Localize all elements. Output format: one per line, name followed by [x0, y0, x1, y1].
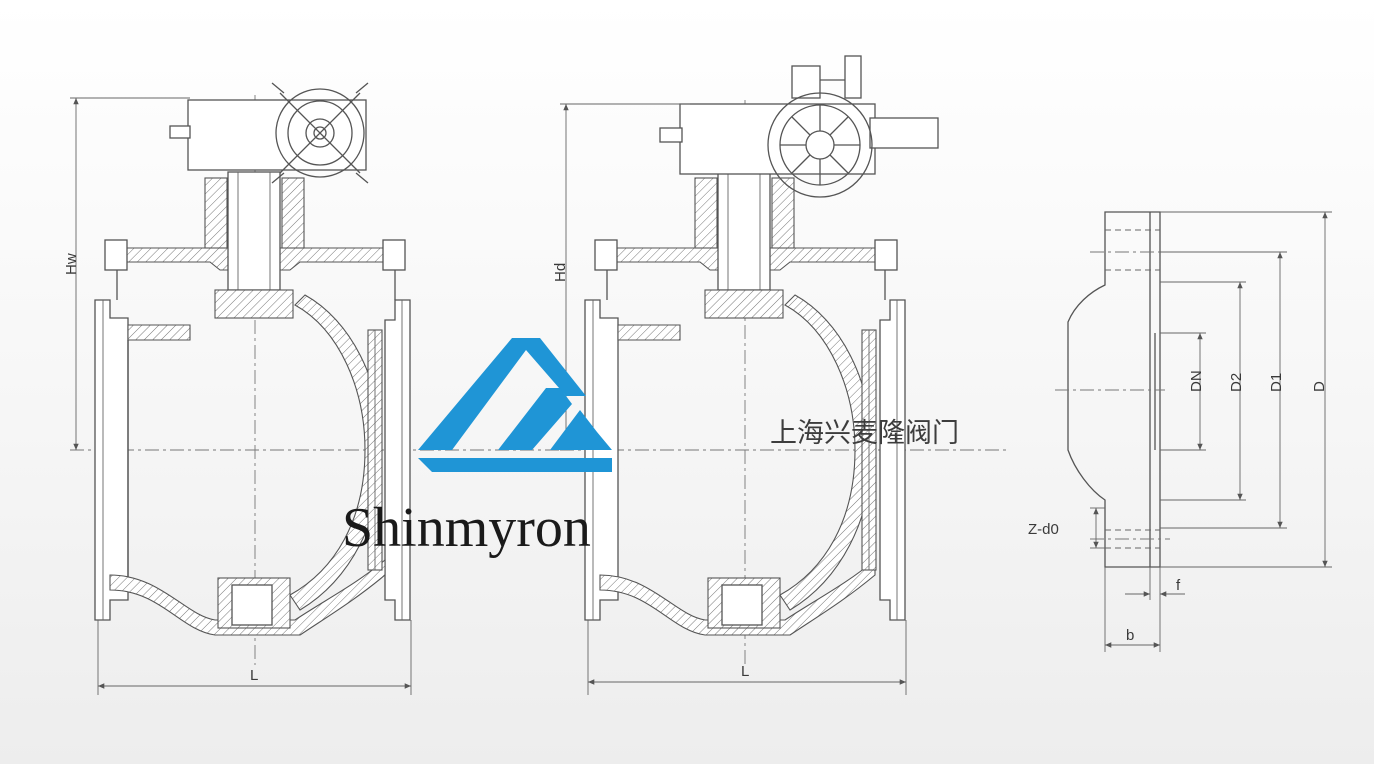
- label-d: D: [1311, 381, 1328, 392]
- label-hd: Hd: [552, 263, 569, 282]
- logo-mark-base: [418, 458, 612, 472]
- label-hw: Hw: [63, 253, 80, 275]
- label-d2: D2: [1228, 373, 1245, 392]
- brand-name: Shinmyron: [342, 497, 591, 559]
- label-z-d0: Z-d0: [1028, 521, 1059, 538]
- label-d1: D1: [1268, 373, 1285, 392]
- logo-mark-left: [418, 338, 586, 450]
- label-l-left: L: [250, 667, 258, 684]
- flange-detail-view: D D1 D2 DN Z-d0 f b: [1028, 211, 1332, 652]
- left-valve-view: Hw L: [63, 82, 560, 695]
- middle-valve-view: Hd L: [552, 55, 1010, 695]
- company-name-cn: 上海兴麦隆阀门: [770, 418, 959, 449]
- label-b: b: [1126, 627, 1134, 644]
- label-dn: DN: [1188, 370, 1205, 392]
- label-f: f: [1176, 577, 1181, 594]
- label-l-right: L: [741, 663, 749, 680]
- logo-mark-right: [498, 388, 612, 450]
- brand-logo: Shinmyron: [342, 338, 612, 559]
